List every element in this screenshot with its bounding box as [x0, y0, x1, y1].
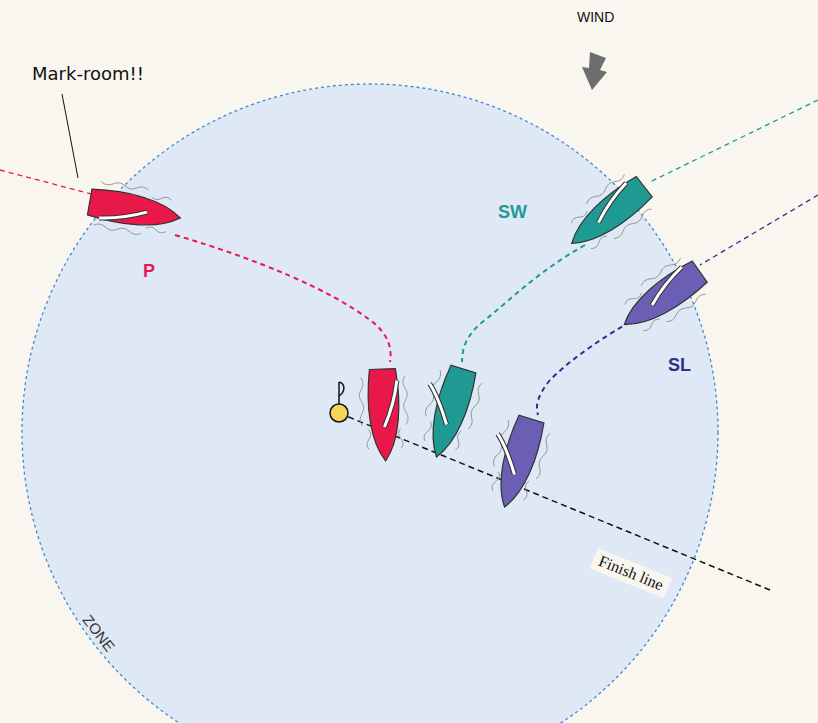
wind-arrow: [582, 52, 607, 90]
red-boat: [86, 178, 185, 241]
mark-buoy: [330, 382, 348, 422]
leader-line: [62, 94, 78, 178]
mark-room-note: Mark-room!!: [32, 64, 144, 84]
red-boat: [358, 368, 409, 462]
teal-track: [462, 245, 585, 362]
boat-label: SL: [668, 356, 691, 376]
red-track: [175, 235, 391, 362]
purple-boat: [478, 411, 555, 514]
purple-track: [537, 322, 630, 415]
boat-label: P: [143, 262, 155, 282]
red-track: [0, 170, 95, 195]
teal-track: [650, 100, 818, 182]
finish-line: [339, 413, 770, 590]
purple-track: [700, 195, 818, 265]
teal-boat: [410, 361, 487, 464]
zone-circle: [22, 84, 718, 723]
boat-label: SW: [498, 203, 527, 223]
teal-boat: [557, 168, 659, 262]
wind-label: WIND: [577, 10, 614, 25]
purple-boat: [611, 252, 714, 344]
